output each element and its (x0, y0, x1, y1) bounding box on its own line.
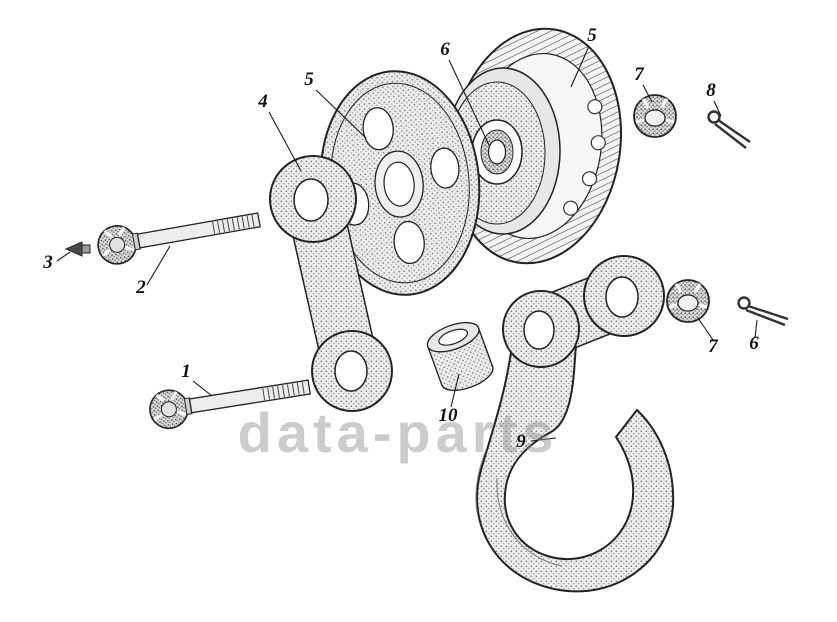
bearing-balls (563, 99, 606, 216)
bolt-threads (262, 381, 305, 401)
hub-bore (383, 161, 415, 207)
callout-10: 10 (439, 405, 459, 426)
lower-bolt (149, 379, 311, 430)
hook-link-right-hole (605, 276, 639, 318)
callout-5-left: 5 (304, 69, 314, 90)
bolt-threads (212, 214, 255, 234)
callout-1: 1 (181, 361, 191, 382)
grease-fitting (64, 241, 91, 257)
link-plate (269, 155, 393, 412)
castellation-slots (153, 391, 187, 421)
callout-7-top: 7 (634, 64, 645, 85)
pin-loop (707, 110, 721, 124)
castle-nut-bottom (666, 279, 710, 323)
callout-5-right: 5 (587, 25, 597, 46)
castle-nut-top (633, 94, 677, 138)
fitting-body (81, 244, 91, 254)
nut-slots (668, 283, 708, 309)
callout-2: 2 (135, 277, 146, 298)
spacer-bushing (426, 321, 494, 391)
nut-bore (677, 294, 699, 312)
castellation-slots (101, 226, 135, 257)
nut-bore (644, 109, 666, 127)
leader-lines (56, 45, 758, 442)
callout-8: 8 (706, 80, 716, 101)
ball (563, 200, 579, 216)
hole (393, 220, 425, 265)
hook-shading (475, 449, 563, 567)
bolt-head-hub (160, 401, 177, 418)
hook (475, 344, 675, 593)
bolt-shank (188, 379, 311, 414)
pin-loop (737, 296, 751, 310)
bearing-bore (487, 139, 507, 165)
pin-legs (714, 119, 751, 149)
hook-body (476, 344, 675, 593)
bushing-bore (438, 328, 469, 346)
upper-bolt (97, 212, 261, 265)
bolt-shank (136, 212, 261, 249)
cotter-pin-bottom (737, 296, 789, 327)
callout-6-bottom: 6 (749, 333, 759, 354)
nut-slots (635, 98, 675, 124)
callout-4: 4 (257, 91, 268, 112)
hole (430, 147, 460, 189)
hook-link-left-hole (523, 310, 555, 350)
bolt-head-hub (109, 236, 126, 253)
ball (587, 99, 603, 115)
hook-link (502, 255, 665, 368)
cotter-pin-top (707, 110, 751, 149)
bushing-sides (427, 327, 494, 386)
callout-9: 9 (516, 431, 526, 452)
watermark-text: data-parts (238, 401, 559, 464)
callout-3: 3 (42, 252, 53, 273)
callout-7-bottom: 7 (708, 336, 719, 357)
ball (581, 171, 598, 187)
ball (590, 135, 606, 151)
link-upper-hole (293, 178, 329, 222)
hole (362, 107, 394, 151)
callout-6-top: 6 (440, 39, 450, 60)
pin-legs (745, 304, 789, 327)
link-lower-hole (334, 350, 368, 392)
